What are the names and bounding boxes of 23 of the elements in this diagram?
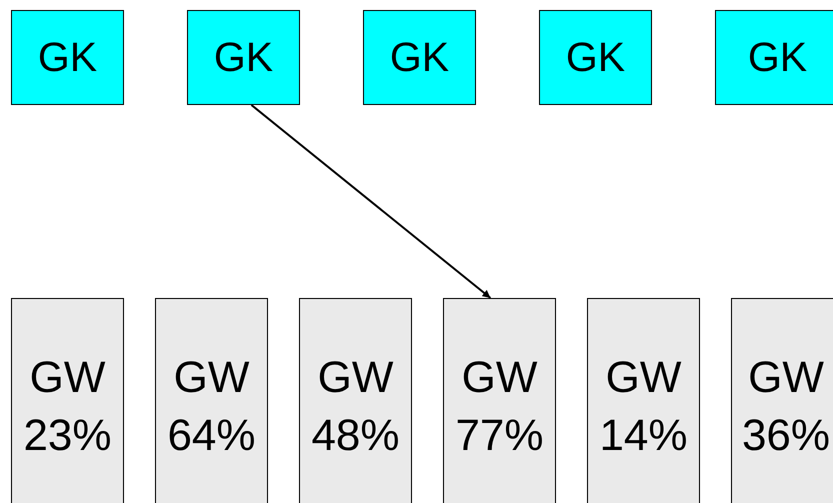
node-label: GW 77% bbox=[454, 352, 545, 462]
process-box bbox=[11, 10, 124, 105]
node-label: GW 64% bbox=[166, 352, 257, 462]
process-box bbox=[539, 10, 652, 105]
node-label: GW 23% bbox=[22, 352, 113, 462]
node-label: GK bbox=[746, 37, 808, 78]
process-box bbox=[363, 10, 476, 105]
node-label: GK bbox=[212, 37, 274, 78]
process-box bbox=[587, 298, 700, 503]
node-label: GK bbox=[36, 37, 98, 78]
node-label: GW 36% bbox=[740, 352, 832, 462]
node-label: GK bbox=[564, 37, 626, 78]
process-box bbox=[731, 298, 833, 503]
process-box bbox=[715, 10, 833, 105]
node-label: GW 48% bbox=[310, 352, 401, 462]
node-label: GK bbox=[388, 37, 450, 78]
process-box bbox=[443, 298, 556, 503]
arrow bbox=[250, 104, 492, 299]
process-box bbox=[299, 298, 412, 503]
process-box bbox=[11, 298, 124, 503]
process-box bbox=[155, 298, 268, 503]
node-label: GW 14% bbox=[598, 352, 689, 462]
process-box bbox=[187, 10, 300, 105]
